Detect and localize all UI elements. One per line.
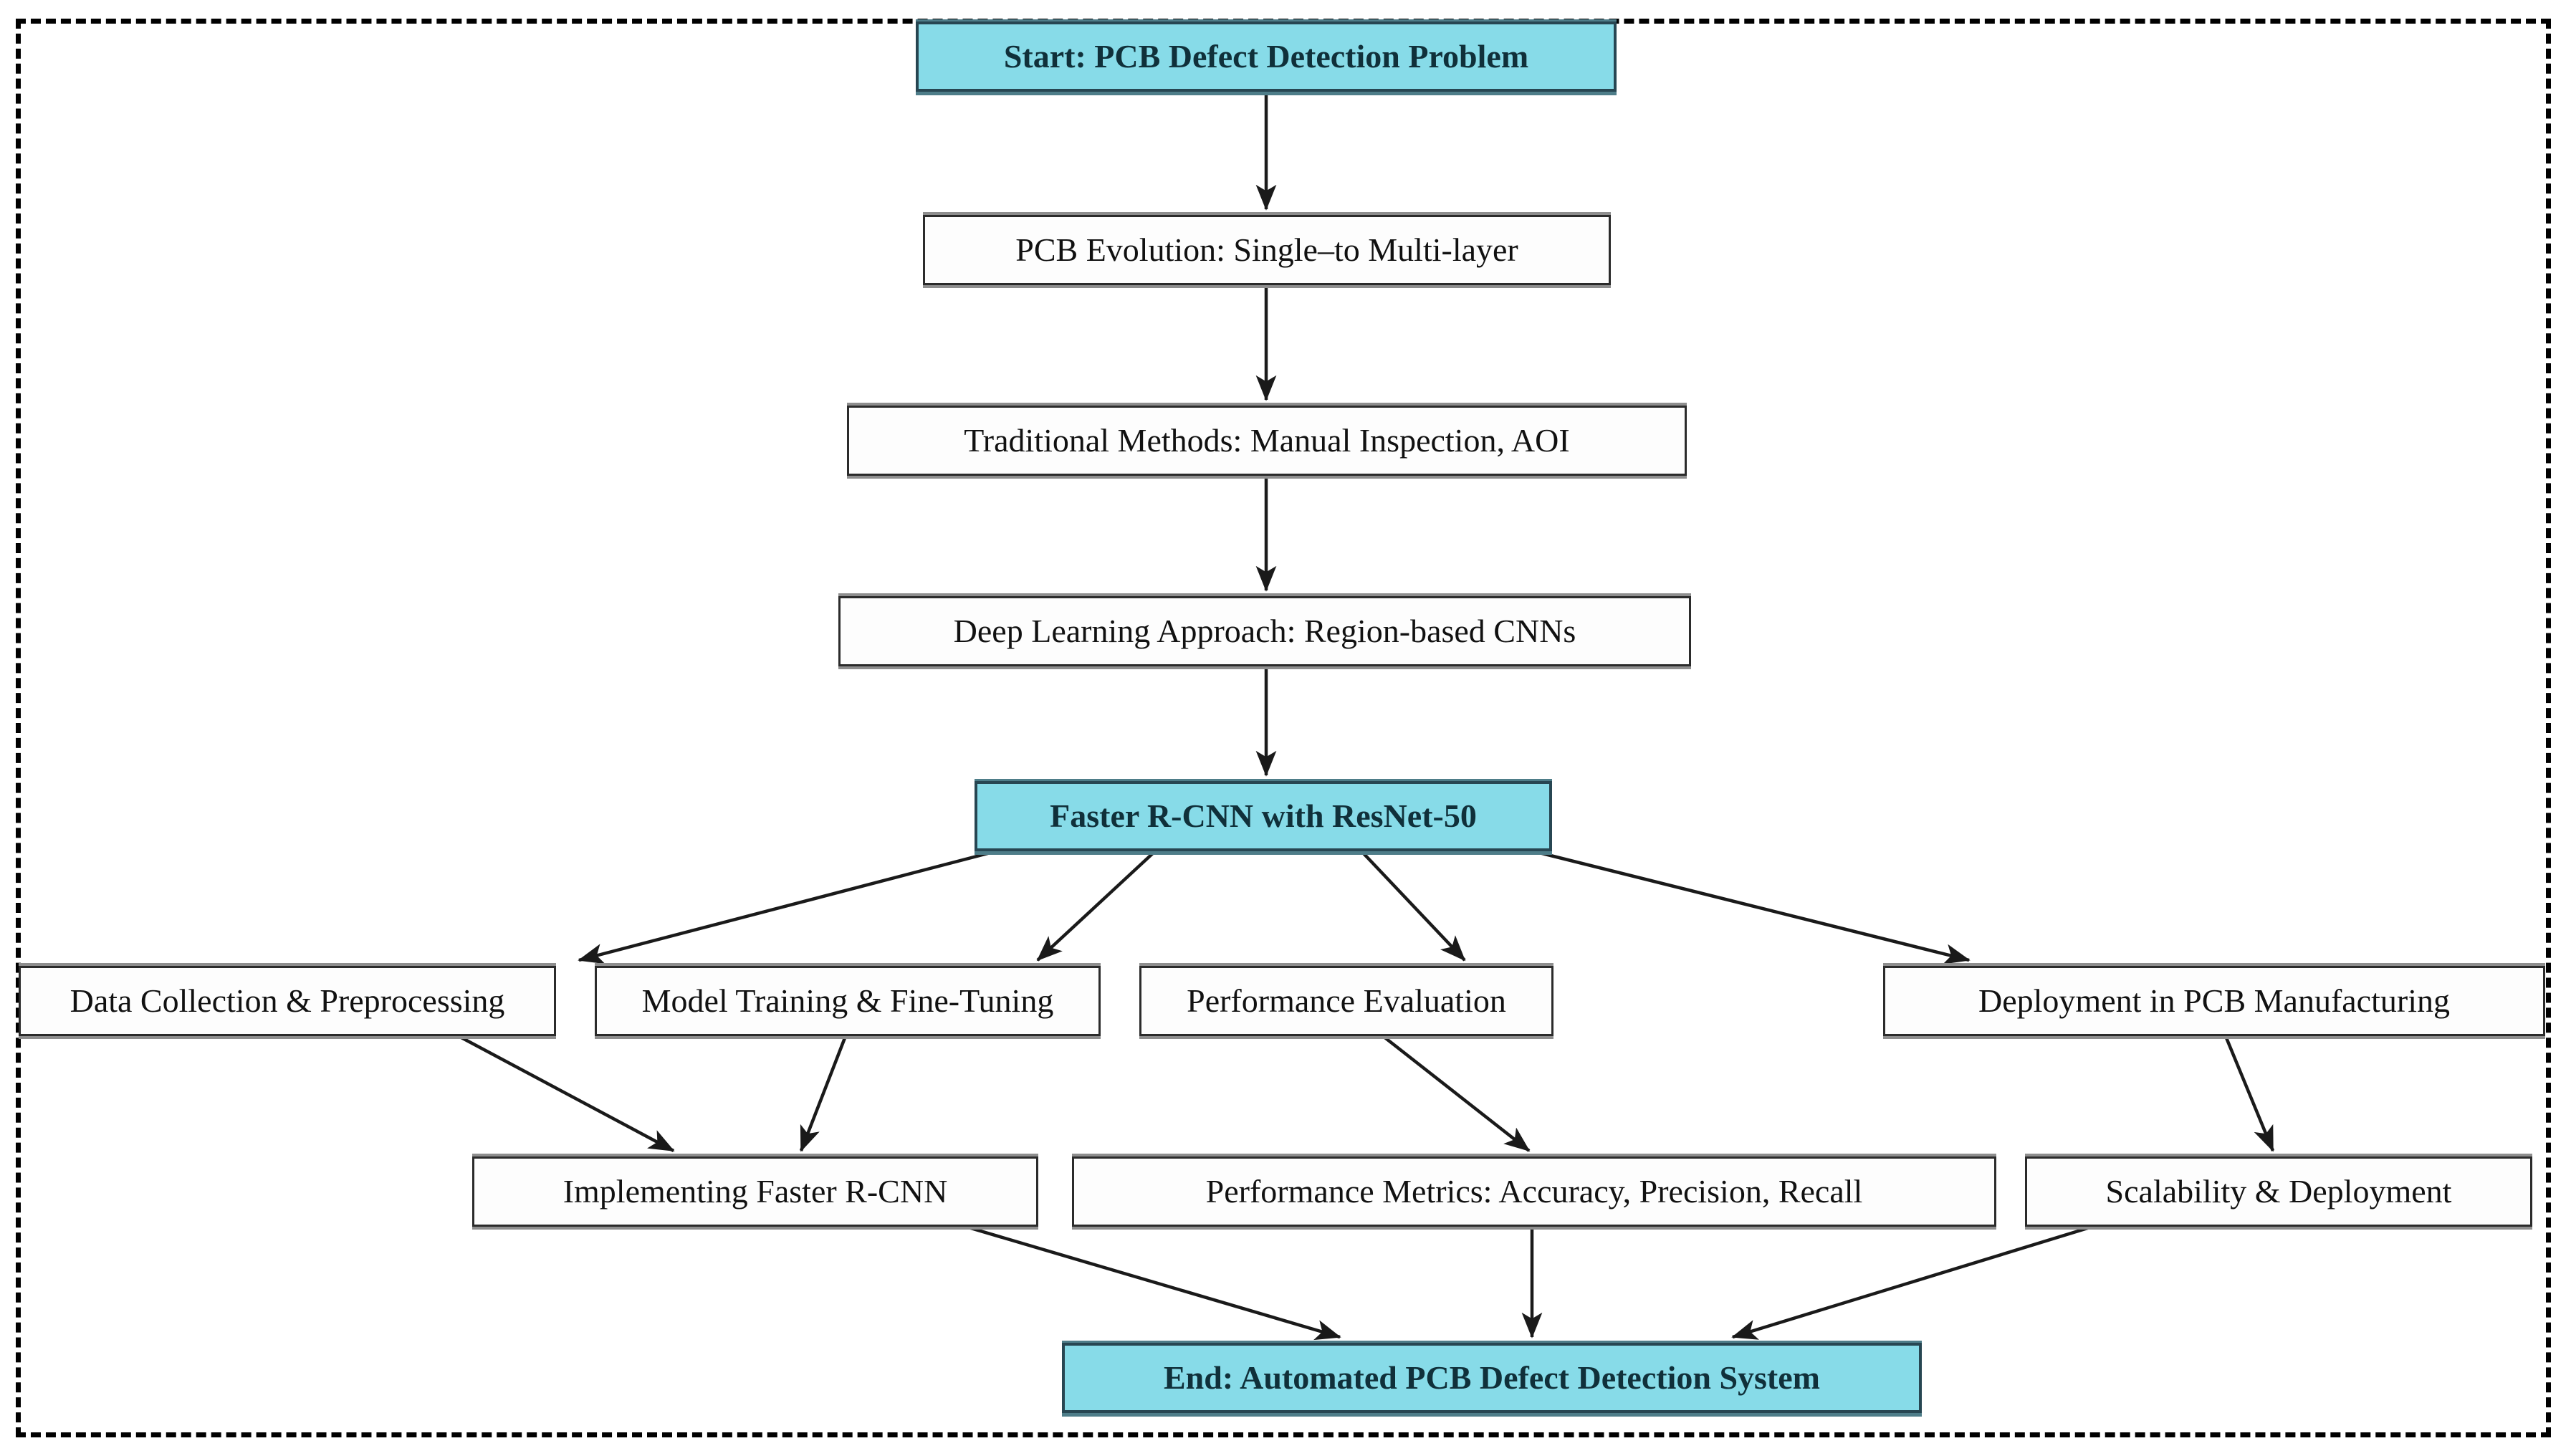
- node-datacol[interactable]: Data Collection & Preprocessing: [19, 966, 556, 1036]
- node-evalbox[interactable]: Performance Evaluation: [1139, 966, 1553, 1036]
- node-end-label: End: Automated PCB Defect Detection Syst…: [1163, 1359, 1820, 1396]
- node-deploy[interactable]: Deployment in PCB Manufacturing: [1883, 966, 2545, 1036]
- node-start-label: Start: PCB Defect Detection Problem: [1003, 37, 1529, 75]
- node-metrics-label: Performance Metrics: Accuracy, Precision…: [1205, 1172, 1863, 1210]
- node-deeplearn-label: Deep Learning Approach: Region-based CNN…: [953, 612, 1576, 649]
- node-faster[interactable]: Faster R-CNN with ResNet-50: [975, 781, 1552, 851]
- node-evolution-label: PCB Evolution: Single–to Multi-layer: [1015, 231, 1518, 268]
- node-evolution[interactable]: PCB Evolution: Single–to Multi-layer: [923, 215, 1611, 285]
- node-evalbox-label: Performance Evaluation: [1187, 982, 1506, 1019]
- node-end[interactable]: End: Automated PCB Defect Detection Syst…: [1062, 1343, 1922, 1413]
- node-traditional-label: Traditional Methods: Manual Inspection, …: [964, 421, 1570, 459]
- node-training-label: Model Training & Fine-Tuning: [641, 982, 1054, 1019]
- node-start[interactable]: Start: PCB Defect Detection Problem: [916, 21, 1617, 92]
- node-implement[interactable]: Implementing Faster R-CNN: [472, 1156, 1038, 1227]
- node-implement-label: Implementing Faster R-CNN: [562, 1172, 948, 1210]
- node-traditional[interactable]: Traditional Methods: Manual Inspection, …: [847, 406, 1687, 476]
- diagram-dashed-frame: [16, 19, 2551, 1437]
- node-metrics[interactable]: Performance Metrics: Accuracy, Precision…: [1072, 1156, 1996, 1227]
- node-faster-label: Faster R-CNN with ResNet-50: [1050, 797, 1477, 834]
- node-deploy-label: Deployment in PCB Manufacturing: [1978, 982, 2450, 1019]
- node-training[interactable]: Model Training & Fine-Tuning: [595, 966, 1101, 1036]
- node-scalability[interactable]: Scalability & Deployment: [2025, 1156, 2532, 1227]
- node-datacol-label: Data Collection & Preprocessing: [70, 982, 505, 1019]
- node-scalability-label: Scalability & Deployment: [2105, 1172, 2452, 1210]
- node-deeplearn[interactable]: Deep Learning Approach: Region-based CNN…: [838, 596, 1691, 666]
